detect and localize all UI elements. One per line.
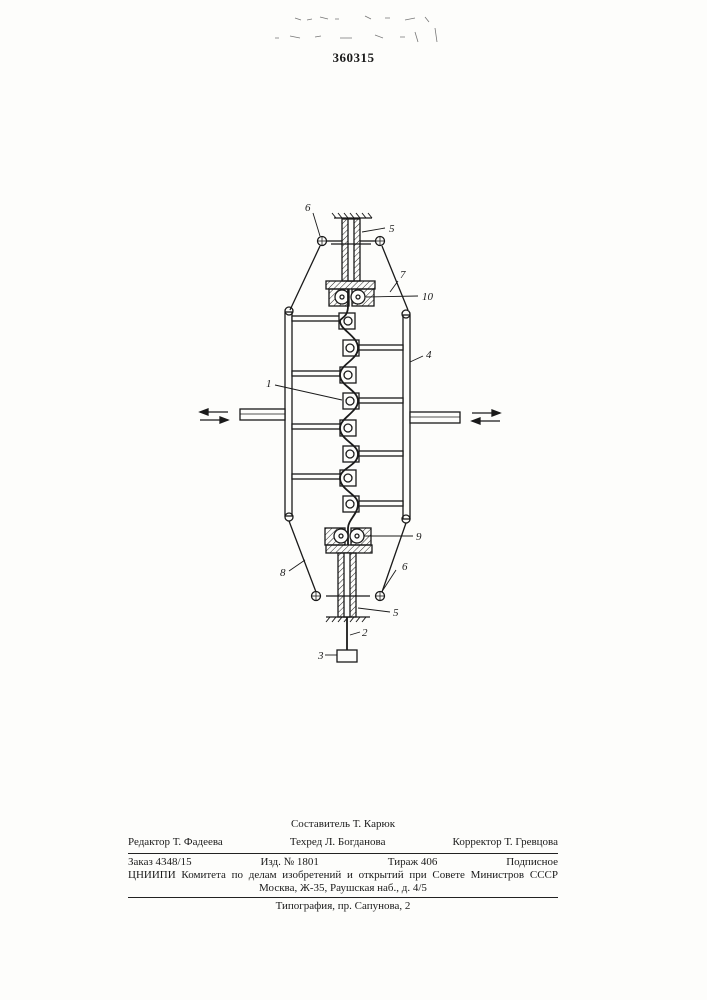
label-weight: 3 <box>317 650 324 662</box>
left-arms <box>292 316 342 479</box>
staff-row: Редактор Т. Фадеева Техред Л. Богданова … <box>128 836 558 848</box>
divider-top <box>128 853 558 854</box>
label-frame-right: 4 <box>426 349 432 361</box>
left-shaft <box>240 409 285 420</box>
label-pivot-top: 6 <box>305 202 311 214</box>
right-direction-arrows <box>472 410 500 424</box>
label-link-top: 7 <box>400 269 406 281</box>
top-rollers <box>329 289 374 306</box>
right-arms <box>356 345 403 506</box>
label-rod: 2 <box>362 627 368 639</box>
label-link-bottom: 8 <box>280 567 286 579</box>
editor: Редактор Т. Фадеева <box>128 836 223 848</box>
link-top-left <box>290 246 320 310</box>
label-pivot-bottom: 6 <box>402 561 408 573</box>
top-support <box>326 219 375 289</box>
weight <box>337 650 357 662</box>
divider-bottom <box>128 897 558 898</box>
link-bottom-left <box>289 521 316 592</box>
label-roller-top: 10 <box>422 291 434 303</box>
circulation: Тираж 406 <box>388 856 438 868</box>
label-support-bottom: 5 <box>393 607 399 619</box>
order-row: Заказ 4348/15 Изд. № 1801 Тираж 406 Подп… <box>128 856 558 868</box>
link-bottom-right <box>382 523 406 592</box>
corrector: Корректор Т. Гревцова <box>453 836 558 848</box>
right-shaft <box>410 412 460 423</box>
label-roller-bottom: 9 <box>416 531 422 543</box>
right-frame <box>402 310 410 523</box>
label-support-top: 5 <box>389 223 395 235</box>
edition: Изд. № 1801 <box>260 856 318 868</box>
tech-editor: Техред Л. Богданова <box>290 836 386 848</box>
order: Заказ 4348/15 <box>128 856 192 868</box>
left-frame <box>285 307 293 521</box>
composer-line: Составитель Т. Карюк <box>128 818 558 830</box>
address: Москва, Ж-35, Раушская наб., д. 4/5 <box>128 882 558 894</box>
bottom-support <box>326 553 370 622</box>
printer: Типография, пр. Сапунова, 2 <box>128 900 558 912</box>
label-shaft-end: 1 <box>266 378 272 390</box>
subscription: Подписное <box>506 856 558 868</box>
organization: ЦНИИПИ Комитета по делам изобретений и о… <box>128 869 558 881</box>
left-direction-arrows <box>200 409 228 423</box>
